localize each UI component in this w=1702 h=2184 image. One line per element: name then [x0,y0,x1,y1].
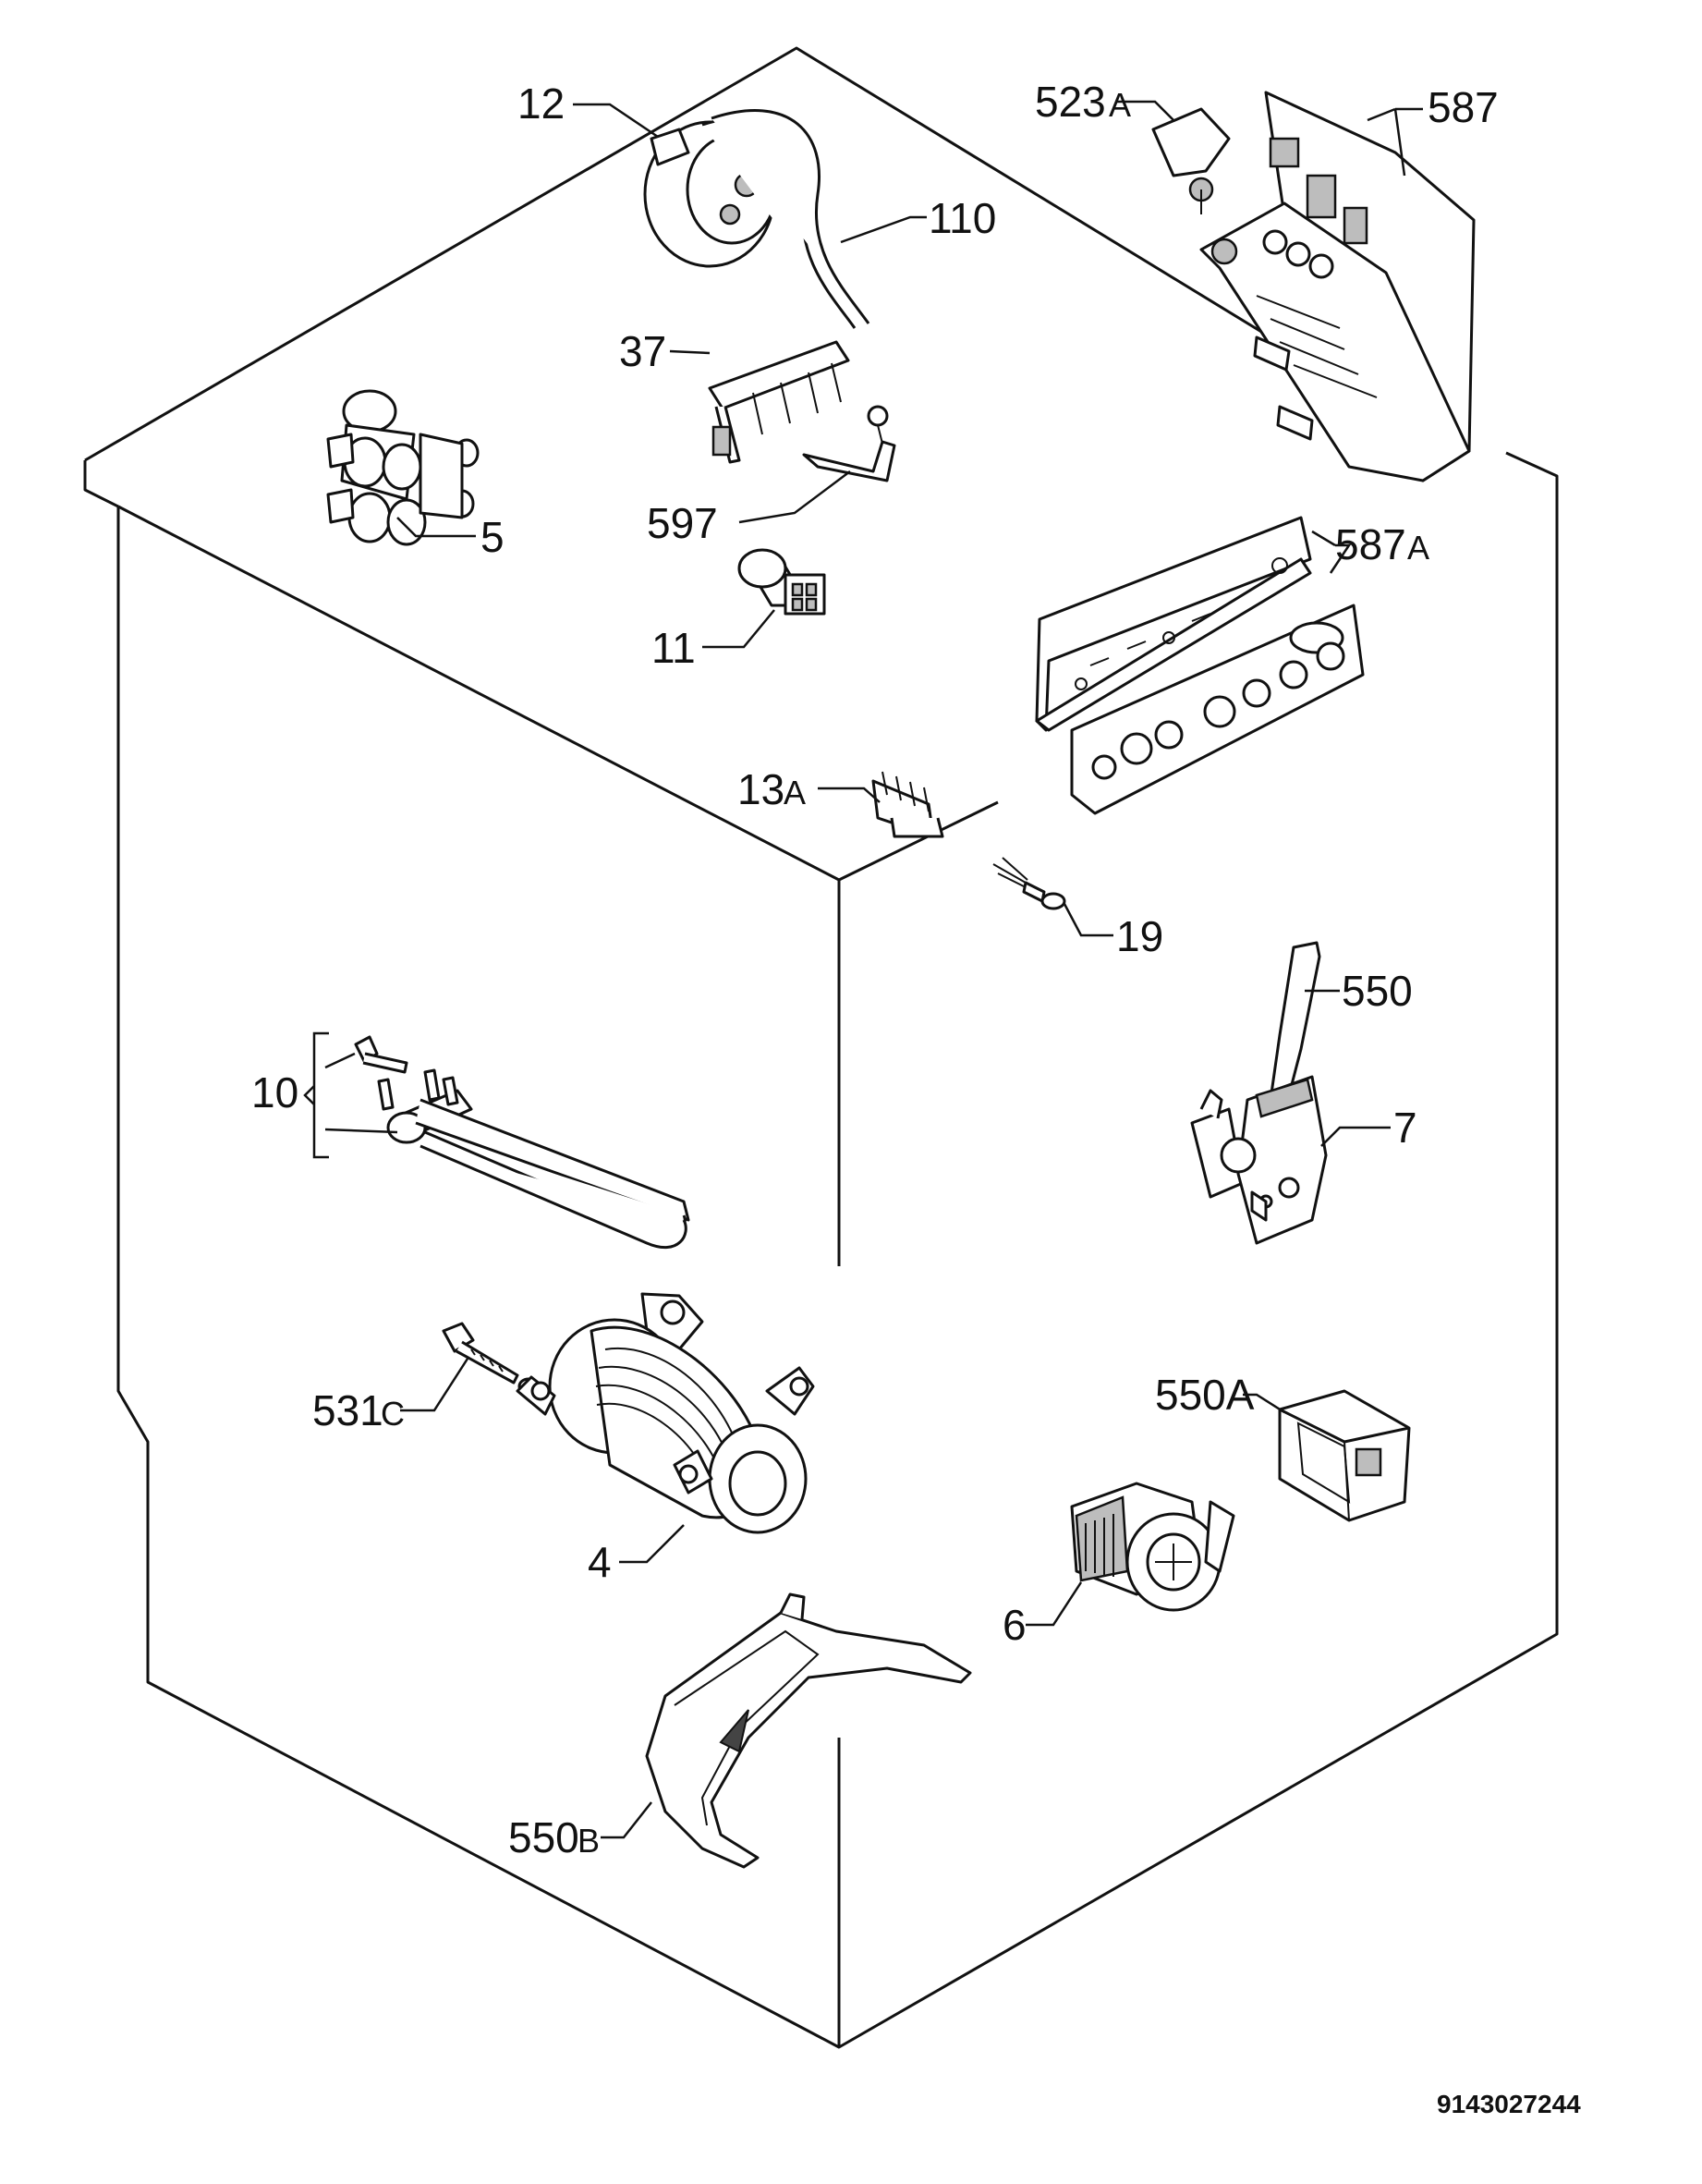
label-550: 550 [1342,967,1413,1015]
label-12: 12 [517,79,565,128]
part-7-door-lock [1190,1075,1328,1245]
part-4-drain-pump [516,1292,815,1534]
part-523a-knob [1151,107,1231,214]
label-523a-suffix: A [1109,86,1131,124]
cabinet-outline [83,46,1559,2049]
label-550a: 550A [1155,1371,1255,1419]
label-6: 6 [1003,1601,1027,1649]
label-7: 7 [1393,1104,1417,1152]
leader-lines [303,100,1423,1839]
label-10: 10 [251,1068,298,1116]
part-10-heating-element [354,1035,690,1250]
label-523a: 523 [1035,78,1106,126]
label-531c-suffix: C [381,1395,405,1433]
part-13a-connector [871,771,944,838]
document-number: 9143027244 [1437,2090,1581,2118]
label-110: 110 [929,194,996,242]
label-5: 5 [480,513,505,561]
label-597: 597 [647,499,718,547]
part-37-terminal-block [708,340,850,464]
label-587a: 587 [1335,520,1406,568]
part-6-motor-unit [1070,1482,1235,1612]
part-597-clip [802,405,896,482]
label-13a-suffix: A [784,774,806,811]
part-labels: 12 110 523 A 587 37 5 597 11 587 A 13 A … [251,78,1499,1861]
label-587a-suffix: A [1407,529,1429,567]
part-19-sensor [992,857,1066,910]
part-11-capacitor [737,548,826,616]
label-550b: 550 [508,1813,579,1861]
part-587-electronic-module [1199,91,1476,482]
label-19: 19 [1116,912,1163,960]
label-4: 4 [588,1538,612,1586]
label-11: 11 [651,624,696,672]
label-13a: 13 [737,765,784,813]
part-587a-control-panel [1035,516,1365,815]
label-550b-suffix: B [577,1822,600,1860]
part-5-water-valve [326,389,480,546]
label-37: 37 [619,327,666,375]
part-110-hose [701,109,870,329]
part-550b-bracket [645,1592,972,1869]
label-531c: 531 [312,1386,383,1434]
part-550a-cover [1278,1389,1411,1522]
label-587: 587 [1428,83,1499,131]
